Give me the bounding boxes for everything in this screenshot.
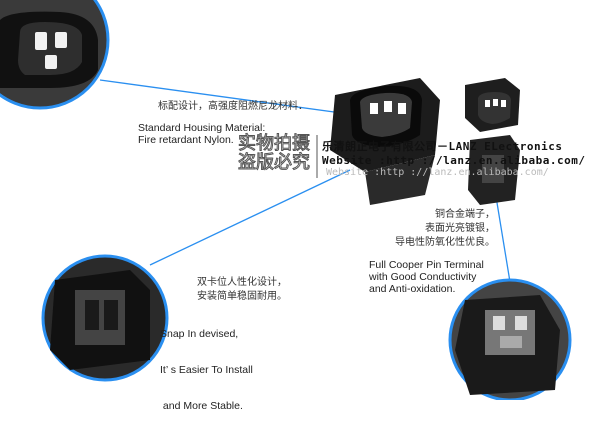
pin-en-line1: Full Cooper Pin Terminal: [369, 259, 484, 271]
housing-en-text: Standard Housing Material: Fire retardan…: [138, 122, 265, 146]
housing-cn-text: 标配设计，高强度阻燃尼龙材料．: [158, 101, 308, 112]
pin-cn-line2: 表面光亮镀银，: [425, 223, 495, 234]
watermark-stamp: 实物拍摄 盗版必究: [238, 133, 311, 173]
snap-cn-line2: 安装简单稳固耐用。: [197, 291, 287, 302]
pin-en-line3: and Anti-oxidation.: [369, 283, 456, 295]
snap-en-text: Snap In devised, It’ s Easier To Install…: [160, 304, 253, 424]
watermark-website-ghost: Website :http ://lanz.en.alibaba.com/: [326, 167, 549, 178]
watermark-company: 乐清朗正电子有限公司－LANZ ELectronics: [322, 140, 563, 153]
pin-cn-line3: 导电性防氧化性优良。: [395, 237, 495, 248]
housing-en-line2: Fire retardant Nylon.: [138, 134, 234, 146]
callout-line-snap: [149, 169, 351, 266]
product-illustration: [0, 0, 572, 400]
callout-line-housing: [99, 79, 379, 119]
pin-cn-line1: 铜合金端子，: [435, 209, 495, 220]
snap-en-line1: Snap In devised,: [160, 328, 239, 340]
housing-en-line1: Standard Housing Material:: [138, 122, 266, 134]
watermark-website: Website :http ://lanz.en.alibaba.com/: [322, 154, 586, 167]
small-socket-front: [465, 78, 520, 132]
pin-cn-text: 铜合金端子， 表面光亮镀银， 导电性防氧化性优良。: [380, 208, 495, 250]
pin-en-text: Full Cooper Pin Terminal with Good Condu…: [369, 259, 484, 295]
snap-cn-text: 双卡位人性化设计， 安装简单稳固耐用。: [197, 276, 287, 304]
detail-circle-housing: [0, 0, 110, 110]
watermark-stamp-line2: 盗版必究: [238, 152, 311, 173]
small-socket-back: [468, 135, 520, 205]
detail-circle-snap: [41, 254, 169, 382]
detail-circle-pin: [448, 278, 572, 400]
pin-en-line2: with Good Conductivity: [369, 271, 477, 283]
watermark-stamp-line1: 实物拍摄: [238, 133, 311, 154]
main-socket: [330, 78, 440, 205]
snap-cn-line1: 双卡位人性化设计，: [197, 277, 287, 288]
snap-en-line3: and More Stable.: [160, 400, 243, 412]
snap-en-line2: It’ s Easier To Install: [160, 364, 253, 376]
